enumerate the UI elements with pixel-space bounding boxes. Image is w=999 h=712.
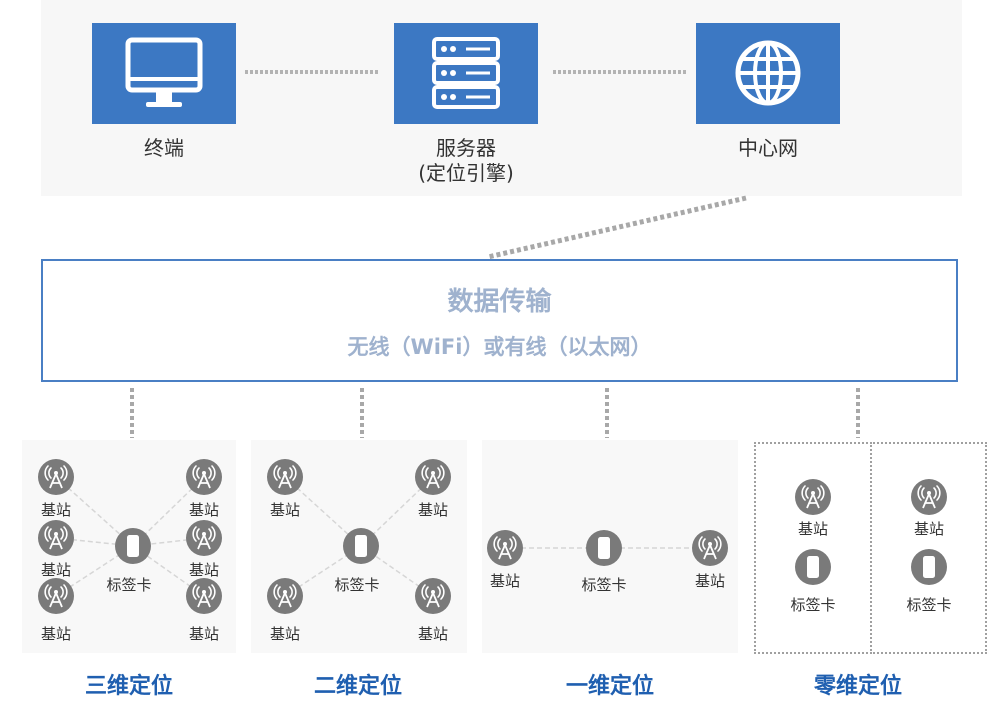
zero-d-panel-left <box>754 442 872 654</box>
link-center-transfer <box>487 195 747 260</box>
tag-card-label: 标签卡 <box>106 576 152 594</box>
tag-card-label: 标签卡 <box>581 576 627 594</box>
center-net-box <box>696 23 840 124</box>
tag-card-icon <box>911 549 947 585</box>
base-station-label: 基站 <box>40 625 71 643</box>
base-station-icon <box>692 530 728 566</box>
base-station-icon <box>38 459 74 495</box>
data-transfer-box: 数据传输 无线（WiFi）或有线（以太网） <box>41 259 958 382</box>
mode-label-three-d: 三维定位 <box>84 674 173 699</box>
tag-card-label: 标签卡 <box>334 576 380 594</box>
base-station-icon <box>267 459 303 495</box>
mode-label-one-d: 一维定位 <box>565 674 654 699</box>
base-station-icon <box>415 578 451 614</box>
tag-card-icon <box>343 528 379 564</box>
data-transfer-title: 数据传输 <box>447 287 552 317</box>
mode-label-two-d: 二维定位 <box>313 674 402 699</box>
server-label: 服务器 <box>436 136 496 160</box>
base-station-label: 基站 <box>417 625 448 643</box>
base-station-icon <box>487 530 523 566</box>
base-station-label: 基站 <box>188 561 219 579</box>
base-station-icon <box>415 459 451 495</box>
tag-card-icon <box>115 528 151 564</box>
server-sublabel: (定位引擎) <box>418 161 514 185</box>
base-station-icon <box>38 578 74 614</box>
base-station-label: 基站 <box>489 572 520 590</box>
server-box <box>394 23 538 124</box>
terminal-box <box>92 23 236 124</box>
base-station-icon <box>186 459 222 495</box>
terminal-label: 终端 <box>144 136 184 160</box>
tag-card-label: 标签卡 <box>790 596 836 614</box>
base-station-label: 基站 <box>417 501 448 519</box>
tag-card-icon <box>586 530 622 566</box>
base-station-icon <box>267 578 303 614</box>
base-station-icon <box>911 479 947 515</box>
center-net-label: 中心网 <box>738 136 798 160</box>
base-station-label: 基站 <box>40 561 71 579</box>
base-station-label: 基站 <box>913 520 944 538</box>
tag-card-label: 标签卡 <box>906 596 952 614</box>
base-station-icon <box>186 520 222 556</box>
data-transfer-subtitle: 无线（WiFi）或有线（以太网） <box>347 335 652 359</box>
tag-card-icon <box>795 549 831 585</box>
base-station-label: 基站 <box>40 501 71 519</box>
base-station-label: 基站 <box>269 501 300 519</box>
server-rack-icon <box>432 37 500 109</box>
base-station-icon <box>795 479 831 515</box>
zero-d-panel-right <box>870 442 987 654</box>
base-station-label: 基站 <box>694 572 725 590</box>
monitor-icon <box>125 37 203 107</box>
base-station-icon <box>186 578 222 614</box>
globe-icon <box>735 40 801 106</box>
base-station-label: 基站 <box>269 625 300 643</box>
base-station-label: 基站 <box>188 625 219 643</box>
base-station-label: 基站 <box>797 520 828 538</box>
base-station-icon <box>38 520 74 556</box>
base-station-label: 基站 <box>188 501 219 519</box>
mode-label-zero-d: 零维定位 <box>813 674 902 699</box>
